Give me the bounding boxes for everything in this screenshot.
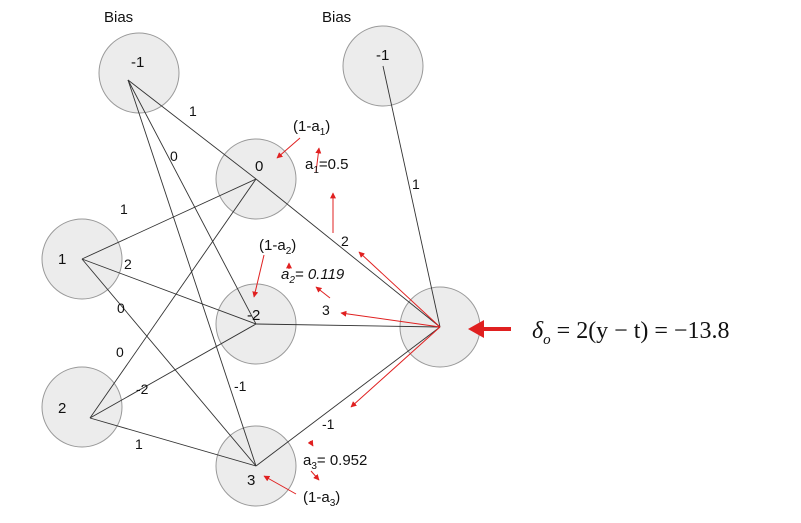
arrow-to-a3 (307, 439, 314, 447)
arrow-to-h1 (276, 137, 301, 159)
weight-in1-h1: 1 (120, 201, 128, 217)
bias-label-output: Bias (322, 9, 351, 26)
edge-in1-h2 (81, 258, 257, 325)
annot-h1-oneminus: (1-a1) (293, 118, 330, 138)
edge-in1-h1 (81, 178, 257, 260)
weight-in1-h3: 0 (117, 300, 125, 316)
annot-h3-activation: a3= 0.952 (303, 452, 367, 472)
annot-h2-oneminus: (1-a2) (259, 237, 296, 257)
edge-in2-h2 (89, 323, 257, 419)
weight-in2-h2: -2 (136, 381, 149, 397)
weight-in2-h1: 0 (116, 344, 124, 360)
hidden-node-3-value: 3 (247, 472, 255, 489)
edge-h2-out (255, 323, 441, 328)
weight-bias-out: 1 (412, 176, 420, 192)
input-node-1-value: 1 (58, 251, 66, 268)
arrow-a1-up (315, 147, 322, 173)
arrow-to-h2 (252, 254, 265, 298)
input-node-2 (41, 366, 123, 448)
weight-bias-h3: -1 (234, 378, 247, 394)
annot-h2-activation: a2= 0.119 (281, 266, 345, 286)
edge-in2-h1 (89, 178, 257, 419)
arrow-to-a2 (315, 286, 331, 299)
backprop-arrow-h3 (350, 326, 441, 408)
delta-arrow-head (468, 320, 484, 338)
input-node-2-value: 2 (58, 400, 66, 417)
bias-node-hidden-value: -1 (131, 54, 144, 71)
hidden-node-2-value: -2 (247, 307, 260, 324)
edge-bias-out (382, 65, 441, 328)
weight-bias-h2: 0 (170, 148, 178, 164)
edge-in2-h3 (89, 417, 257, 467)
weight-h1-out: 2 (341, 233, 349, 249)
delta-equation: δo = 2(y − t) = −13.8 (532, 318, 729, 348)
weight-in2-h3: 1 (135, 436, 143, 452)
edge-bias-h2 (127, 79, 257, 325)
edge-h1-out (255, 178, 441, 328)
weight-h3-out: -1 (322, 416, 335, 432)
annot-h1-activation: a1=0.5 (305, 156, 349, 176)
weight-in1-h2: 2 (124, 256, 132, 272)
arrow-to-h3 (263, 475, 297, 495)
edge-bias-h1 (127, 79, 257, 180)
hidden-node-1-value: 0 (255, 158, 263, 175)
arrow-a3-down (310, 470, 320, 481)
weight-h2-out: 3 (322, 302, 330, 318)
edge-in1-h3 (81, 258, 257, 467)
edge-bias-h3 (127, 79, 257, 467)
annot-h3-oneminus: (1-a3) (303, 489, 340, 509)
backprop-arrow-h1 (358, 251, 441, 328)
bias-node-output-value: -1 (376, 47, 389, 64)
weight-bias-h1: 1 (189, 103, 197, 119)
edge-h3-out (255, 326, 441, 467)
bias-label-hidden: Bias (104, 9, 133, 26)
backprop-arrow-h2 (340, 310, 441, 328)
